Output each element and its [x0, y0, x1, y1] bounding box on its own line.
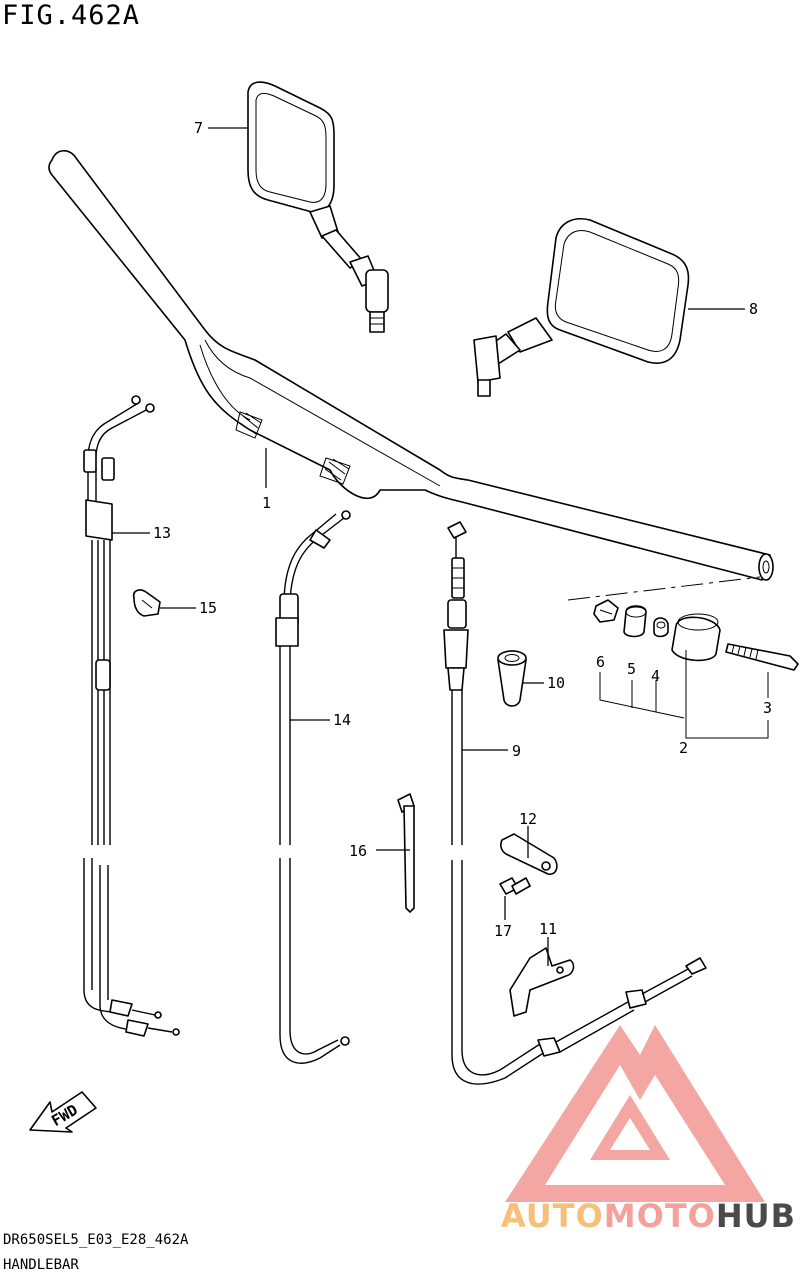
- callout-12: 12: [519, 810, 537, 828]
- callout-14: 14: [333, 711, 351, 729]
- mirror-right: [473, 218, 690, 397]
- bar-end-weight-assembly: [593, 599, 799, 739]
- callout-7: 7: [194, 119, 203, 137]
- clutch-cable: [443, 521, 707, 1085]
- callout-6: 6: [596, 653, 605, 671]
- figure-title: FIG.462A: [2, 0, 141, 31]
- handlebar: [48, 149, 774, 601]
- diagram-name: HANDLEBAR: [3, 1257, 79, 1273]
- knurl-band-right: [319, 457, 351, 485]
- watermark-logo: [505, 1025, 765, 1202]
- callout-9: 9: [512, 742, 521, 760]
- knurl-band-left: [235, 411, 263, 439]
- forward-direction-arrow: FWD: [29, 1091, 97, 1133]
- callout-labels: 1 2 3 4 5 6 7 8 9 10 11 12 13 14 15 16 1…: [153, 119, 772, 940]
- cable-guide-bracket: [500, 833, 558, 876]
- diagram-code: DR650SEL5_E03_E28_462A: [3, 1232, 189, 1248]
- callout-3: 3: [763, 699, 772, 717]
- callout-4: 4: [651, 667, 660, 685]
- callout-1: 1: [262, 494, 271, 512]
- watermark-text: AUTOMOTOHUB: [501, 1200, 796, 1232]
- callout-15: 15: [199, 599, 217, 617]
- callout-5: 5: [627, 660, 636, 678]
- callout-2: 2: [679, 739, 688, 757]
- mirror-left: [247, 81, 389, 333]
- callout-17: 17: [494, 922, 512, 940]
- callout-11: 11: [539, 920, 557, 938]
- callout-8: 8: [749, 300, 758, 318]
- bolt-17: [499, 877, 531, 895]
- leader-lines: [112, 127, 745, 966]
- callout-16: 16: [349, 842, 367, 860]
- clutch-cable-bracket: [509, 947, 575, 1017]
- callout-13: 13: [153, 524, 171, 542]
- watermark-part-c: HUB: [715, 1197, 796, 1235]
- throttle-grip: [497, 650, 527, 707]
- cable-tie: [397, 793, 415, 913]
- watermark-part-a: AUTO: [500, 1197, 604, 1235]
- cable-clamp: [132, 589, 161, 617]
- watermark-part-b: MOTO: [603, 1197, 716, 1235]
- callout-10: 10: [547, 674, 565, 692]
- throttle-cable-assembly: [83, 395, 180, 1037]
- starter-cable: [275, 510, 351, 1064]
